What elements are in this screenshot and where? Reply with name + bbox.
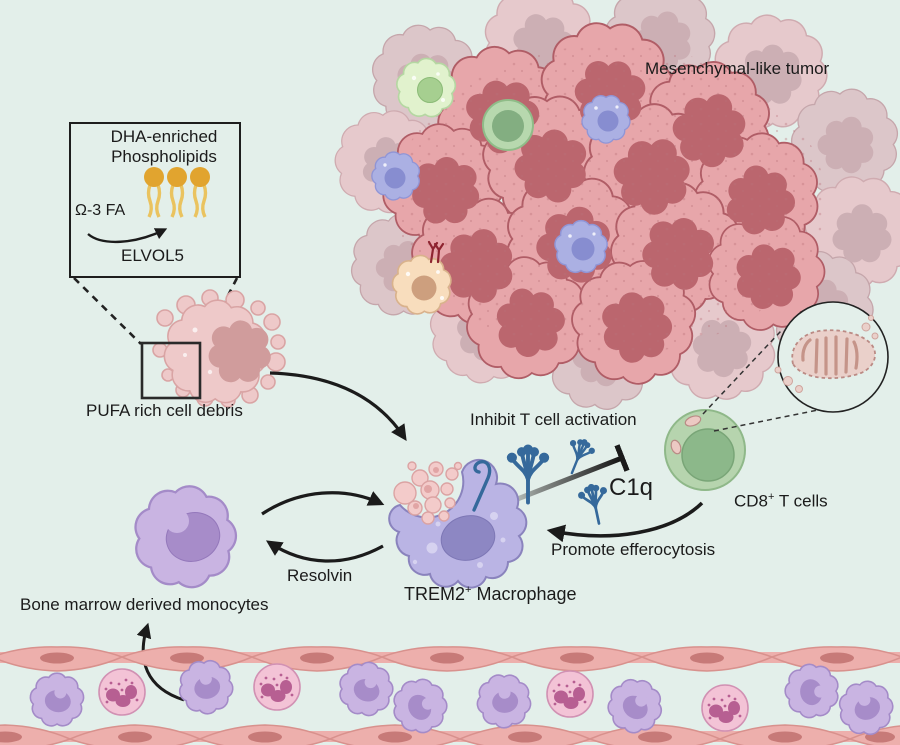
inhibit-tcell-label: Inhibit T cell activation — [470, 410, 637, 429]
arrow-resolvin-right — [261, 491, 385, 516]
engulfed-debris — [393, 461, 463, 525]
mitochondrion-inset — [774, 301, 889, 413]
phospholipid-icon — [142, 165, 212, 219]
tumor-blue-cells — [367, 85, 639, 284]
dha-title-line1: DHA-enriched — [110, 127, 218, 146]
cd8-tcell-label: CD8+ T cells — [734, 491, 828, 511]
pufa-debris-label: PUFA rich cell debris — [86, 401, 243, 420]
tumor-label: Mesenchymal-like tumor — [645, 59, 830, 78]
pufa-debris-cell — [140, 282, 286, 421]
dha-title-line2: Phospholipids — [111, 146, 217, 166]
dashed-connectors-dha — [73, 277, 239, 345]
trem2-receptor-icon — [472, 460, 492, 512]
omega3-to-dha-arrow — [87, 228, 168, 244]
arrow-resolvin-left — [265, 540, 384, 563]
elvol5-label: ELVOL5 — [121, 246, 185, 265]
omega3-label: Ω-3 FA — [75, 202, 126, 219]
magnifier-box-icon — [140, 341, 202, 400]
bone-marrow-monocyte — [119, 472, 249, 602]
dashed-connectors-mito — [702, 330, 824, 432]
dha-box — [69, 122, 241, 278]
arrow-vessel-to-monocyte — [136, 622, 185, 702]
tumor-stippling — [395, 45, 825, 355]
tumor-cluster — [326, 0, 900, 430]
promote-efferocytosis-label: Promote efferocytosis — [551, 540, 716, 559]
mitochondrion-icon — [774, 315, 879, 393]
bone-marrow-monocytes-label: Bone marrow derived monocytes — [20, 595, 269, 614]
tumor-light-green-cell — [390, 52, 461, 124]
tumor-green-tcell — [482, 99, 534, 151]
cd8-tcell — [664, 409, 746, 491]
arrow-debris-to-macrophage — [269, 371, 407, 441]
trem2-macrophage-label: TREM2+ Macrophage — [404, 584, 577, 604]
resolvin-label: Resolvin — [287, 566, 353, 585]
trem2-macrophage — [388, 459, 528, 589]
arrow-promote-efferocytosis — [546, 501, 704, 543]
c1q-label: C1q — [609, 474, 654, 501]
tumor-orange-cell — [379, 242, 464, 327]
receptor-icon — [427, 240, 445, 264]
blood-vessel — [0, 646, 900, 745]
